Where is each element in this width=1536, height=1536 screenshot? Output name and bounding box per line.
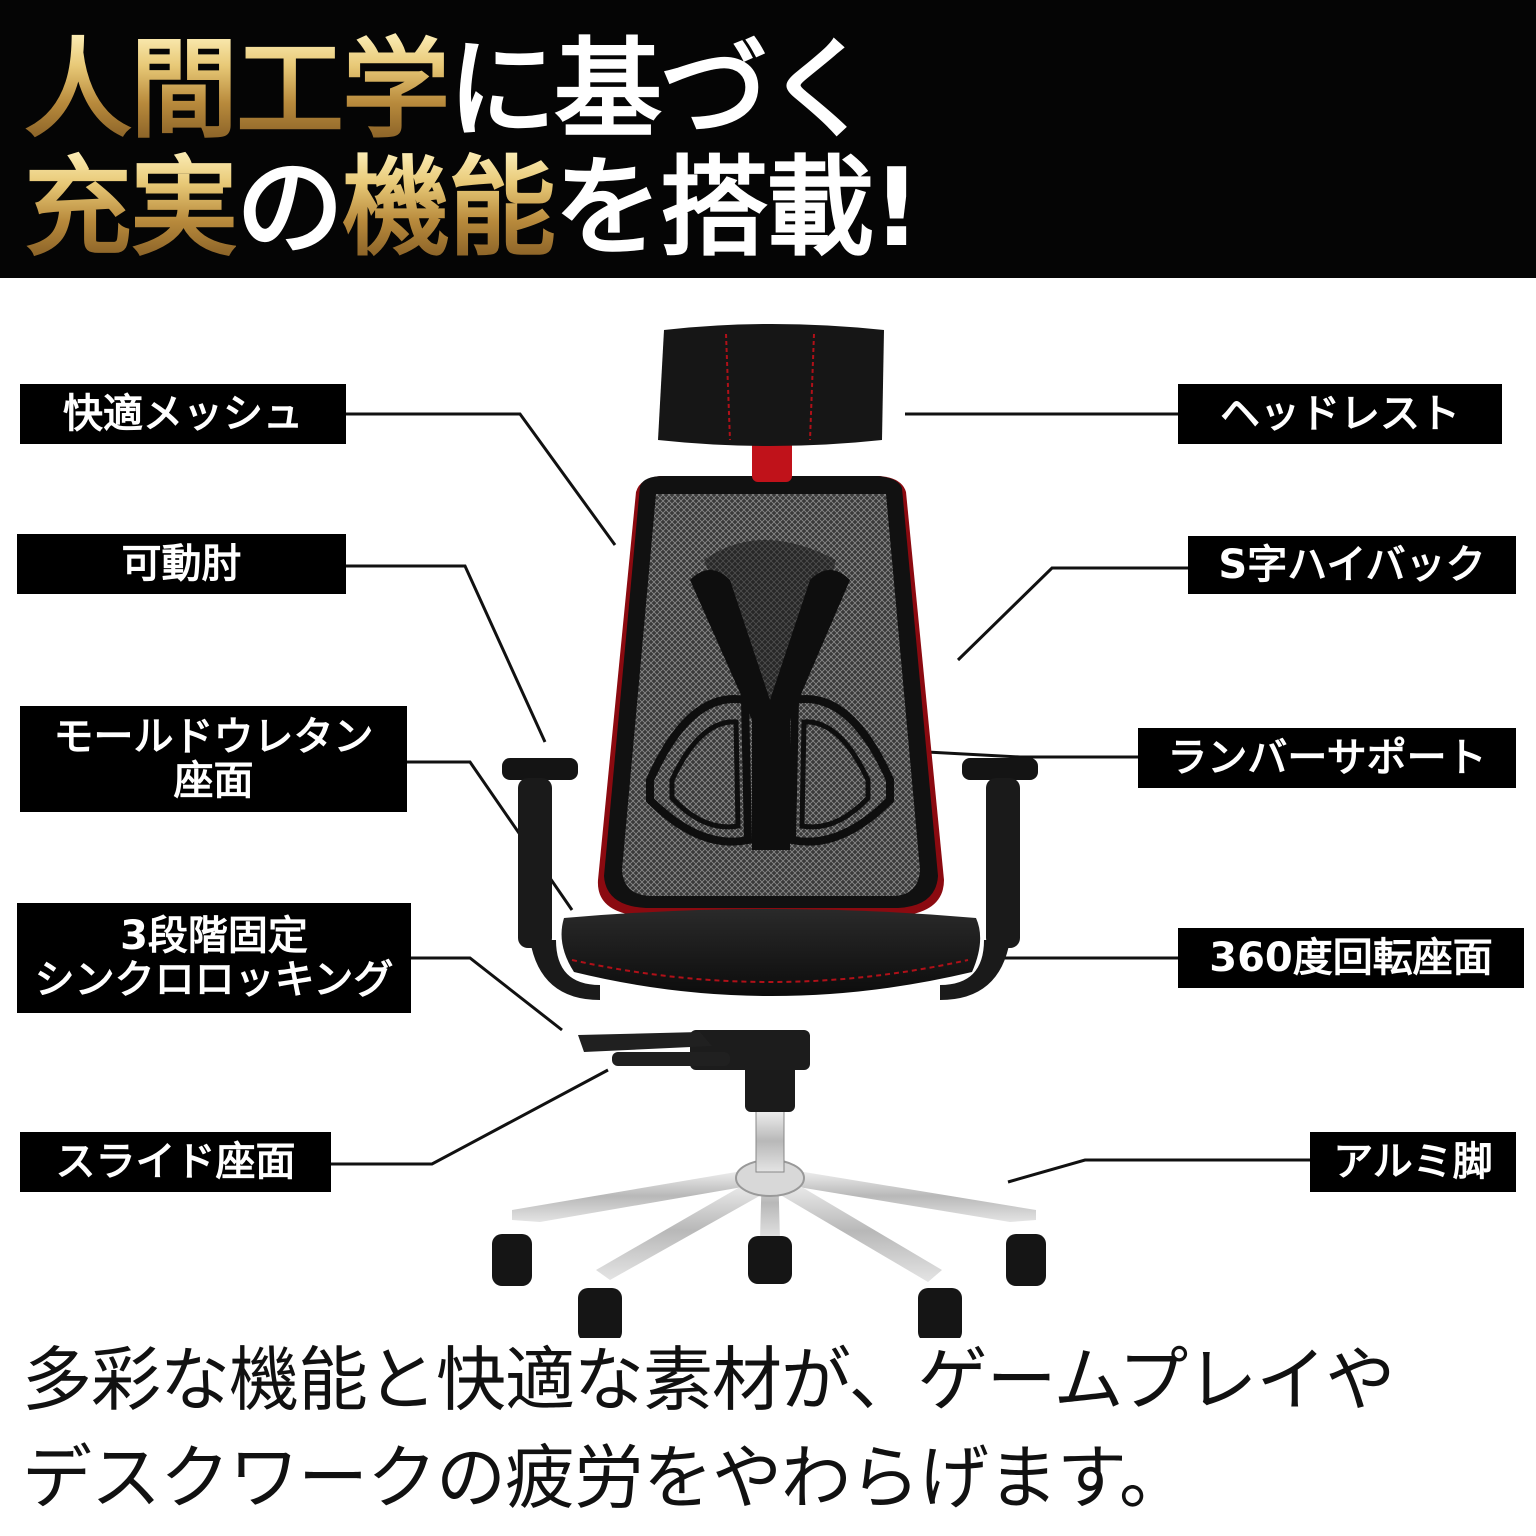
leader-synchro — [410, 956, 563, 1032]
label-text: モールドウレタン — [53, 714, 374, 760]
armrest-left-pad — [502, 758, 578, 780]
headline-white-text: の — [236, 146, 344, 271]
caption-line-2: デスクワークの疲労をやわらげます。 — [22, 1437, 1189, 1519]
caster — [1006, 1234, 1046, 1286]
label-text: 可動肘 — [121, 541, 242, 587]
leader-comfort-mesh — [345, 412, 617, 546]
label-text: スライド座面 — [55, 1139, 296, 1185]
label-slide-seat: スライド座面 — [20, 1132, 331, 1192]
headline-line-1: 人間工学に基づく — [24, 32, 874, 150]
label-synchro-locking: 3段階固定 シンクロロッキング — [17, 903, 411, 1013]
label-text: 3段階固定 — [120, 913, 308, 959]
base-leg — [512, 1170, 760, 1222]
label-movable-armrest: 可動肘 — [17, 534, 346, 594]
armrest-left-post — [518, 778, 552, 948]
label-swivel-seat: 360度回転座面 — [1178, 928, 1524, 988]
label-text: 座面 — [173, 758, 254, 804]
label-text: 360度回転座面 — [1209, 935, 1493, 981]
armrests — [502, 758, 1038, 1000]
label-text: S字ハイバック — [1218, 542, 1486, 588]
caster — [748, 1236, 792, 1284]
label-text: シンクロロッキング — [34, 957, 394, 1003]
leader-slide-seat — [330, 1068, 609, 1166]
headline-white-text: を搭載! — [554, 146, 921, 271]
label-text: ヘッドレスト — [1220, 391, 1460, 437]
backrest — [597, 476, 944, 916]
caster — [918, 1288, 962, 1338]
label-text: 快適メッシュ — [63, 391, 303, 437]
caption-line-1: 多彩な機能と快適な素材が、ゲームプレイや — [22, 1339, 1395, 1421]
label-molded-urethane: モールドウレタン 座面 — [20, 706, 407, 812]
leader-movable-armrest — [345, 564, 547, 743]
headline-white-text: に基づく — [448, 28, 874, 153]
armrest-right-pad — [962, 758, 1038, 780]
leader-aluminum — [1007, 1158, 1310, 1184]
headline-banner: 人間工学に基づく 充実の機能を搭載! — [0, 0, 1536, 278]
label-lumbar-support: ランバーサポート — [1138, 728, 1516, 788]
height-lever — [612, 1052, 730, 1066]
leader-lumbar — [889, 748, 1138, 759]
headline-gold-text: 機能 — [342, 146, 556, 271]
armrest-right-post — [986, 778, 1020, 948]
label-text: アルミ脚 — [1333, 1139, 1493, 1185]
chair-base — [492, 1060, 1046, 1338]
gas-lift — [755, 1109, 785, 1173]
label-aluminum-base: アルミ脚 — [1310, 1132, 1516, 1192]
label-comfort-mesh: 快適メッシュ — [20, 384, 346, 444]
slide-lever — [578, 1032, 712, 1052]
caster — [578, 1288, 622, 1338]
headline-line-2: 充実の機能を搭載! — [24, 150, 921, 268]
label-s-high-back: S字ハイバック — [1188, 536, 1516, 594]
base-leg — [772, 1180, 942, 1282]
gas-lift-cover — [745, 1060, 795, 1112]
label-headrest: ヘッドレスト — [1178, 384, 1502, 444]
headrest — [658, 324, 884, 482]
leader-lines — [330, 412, 1310, 1184]
headline-gold-text: 人間工学 — [24, 28, 450, 153]
headline-gold-text: 充実 — [24, 146, 238, 271]
base-leg — [596, 1180, 770, 1280]
seat-cushion — [561, 909, 981, 996]
chair-illustration — [330, 324, 1310, 1338]
mechanism — [578, 1030, 810, 1070]
label-text: ランバーサポート — [1167, 735, 1487, 781]
leader-s-high-back — [956, 566, 1188, 662]
caster — [492, 1234, 532, 1286]
base-leg — [780, 1170, 1036, 1222]
